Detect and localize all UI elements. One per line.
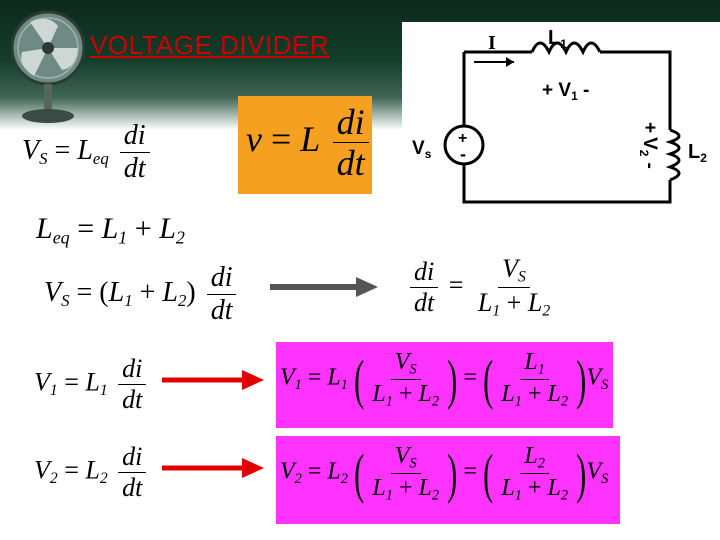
- arrow-red-2-icon: [162, 458, 264, 478]
- svg-text:+V2-: +V2-: [637, 122, 660, 169]
- voltage-source: [443, 124, 485, 166]
- inductor1-label: L1: [548, 27, 567, 51]
- highlight-box: [238, 96, 372, 194]
- v1-label: + V1 -: [542, 80, 589, 103]
- result-box-v2: [276, 436, 620, 524]
- source-minus: -: [460, 144, 466, 164]
- circuit-schematic: + - I L1 + V1 - Vs L2 +V2-: [412, 27, 707, 204]
- v2-label: +V2-: [637, 122, 660, 169]
- source-plus: +: [458, 130, 467, 147]
- inductor-l1: [530, 41, 602, 56]
- slide-title: VOLTAGE DIVIDER: [90, 30, 330, 60]
- current-label: I: [488, 32, 496, 54]
- arrow-right-icon: [270, 277, 378, 297]
- inductor-l2: [665, 128, 681, 182]
- fan-icon: [10, 10, 86, 123]
- arrow-red-1-icon: [162, 370, 264, 390]
- equation-leq-sum: Leq = L1 + L2: [36, 212, 185, 248]
- inductor2-label: L2: [688, 141, 707, 165]
- circuit-diagram: + - I L1 + V1 - Vs L2 +V2-: [402, 22, 720, 216]
- source-label: Vs: [412, 138, 432, 161]
- result-box-v1: [276, 342, 613, 428]
